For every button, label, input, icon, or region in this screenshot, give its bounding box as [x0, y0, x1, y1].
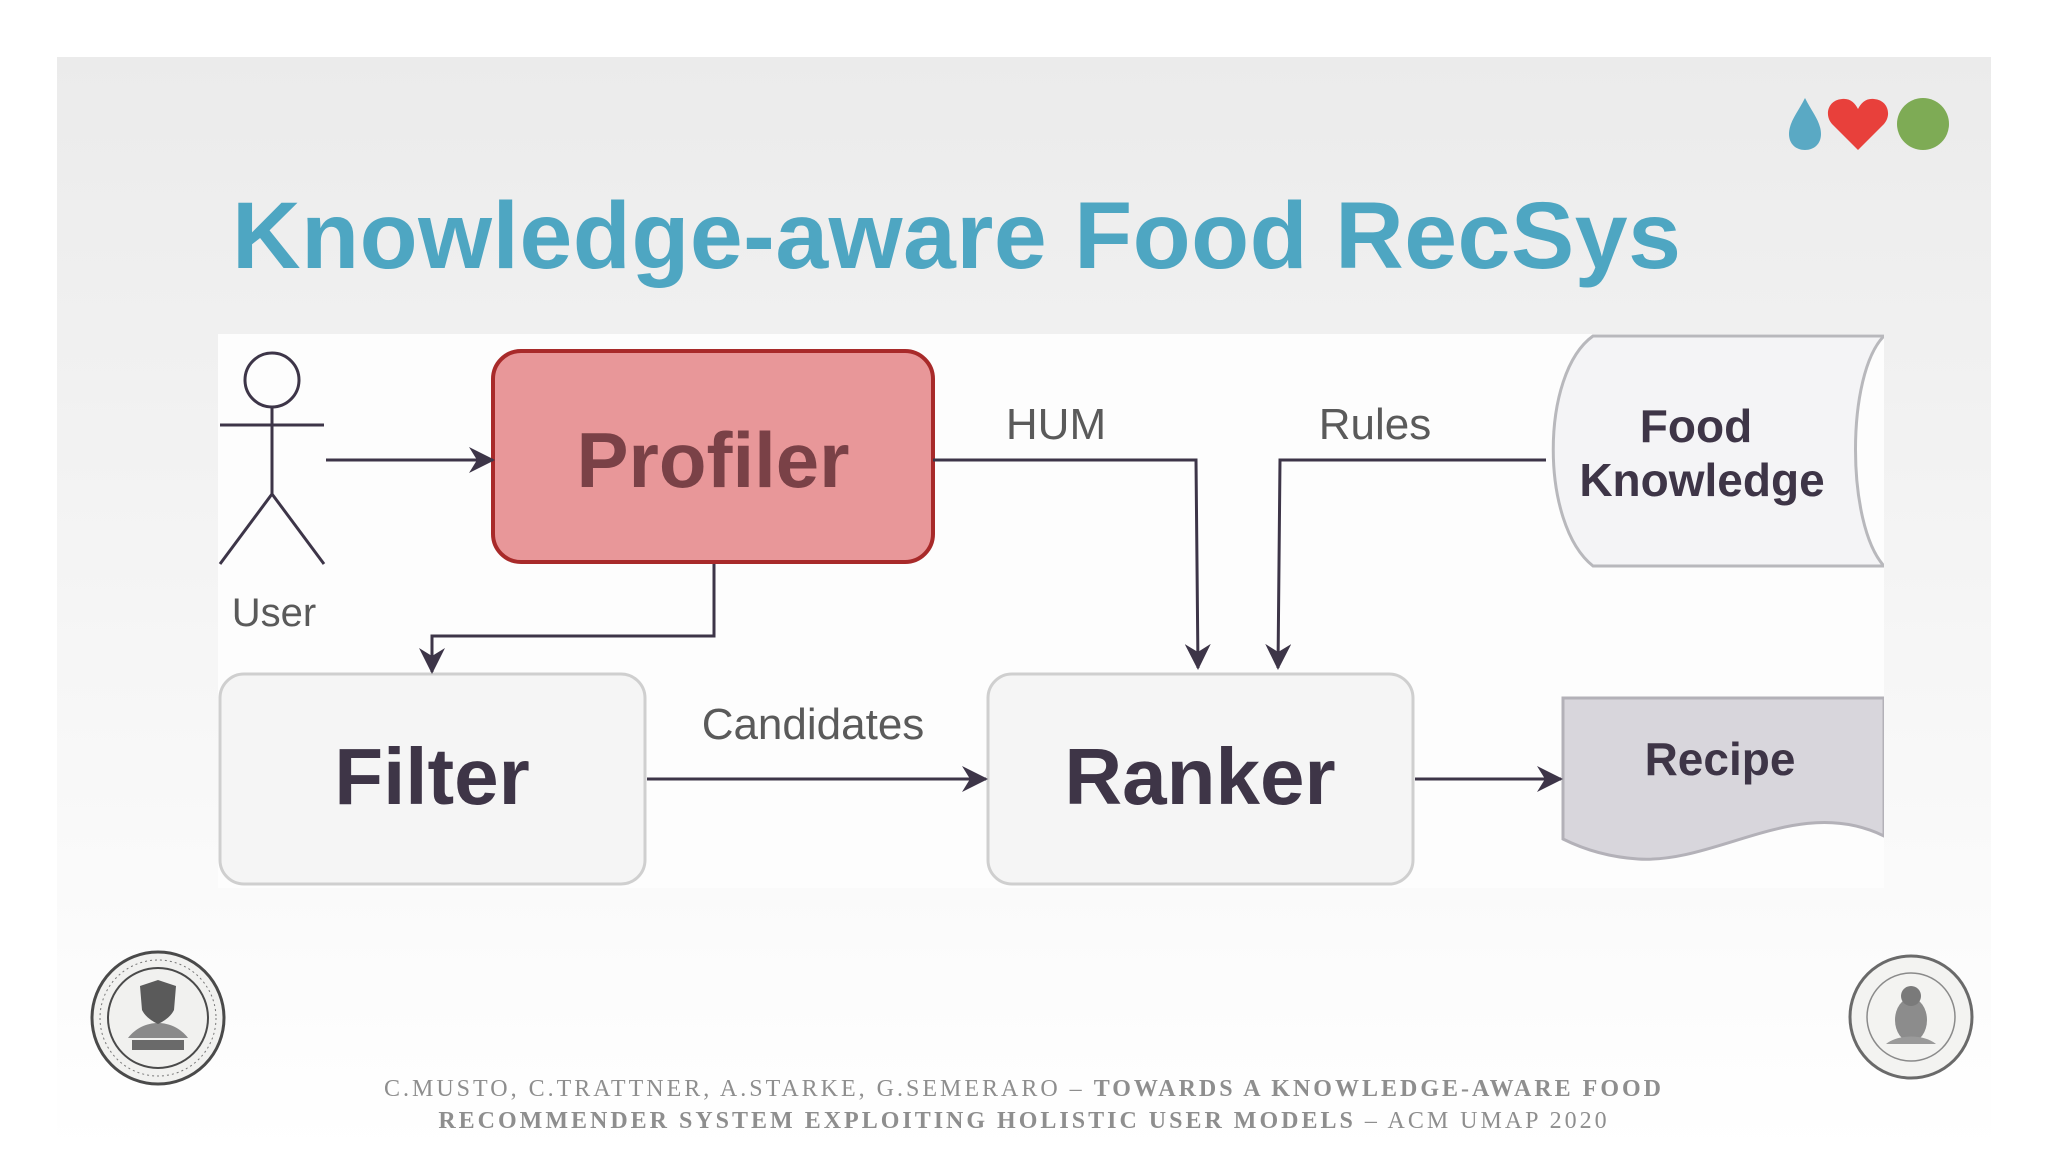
knowledge-to-ranker-rules-arrow	[1265, 458, 1546, 670]
food-knowledge-label-line2: Knowledge	[1579, 454, 1824, 506]
brand-icons	[1789, 98, 1949, 150]
profiler-label: Profiler	[576, 416, 849, 504]
filter-label: Filter	[334, 732, 530, 821]
ranker-box	[986, 672, 1415, 886]
footer-line-1: C.MUSTO, C.TRATTNER, A.STARKE, G.SEMERAR…	[0, 1073, 2048, 1105]
water-drop-icon	[1789, 98, 1821, 150]
user-actor-icon	[218, 351, 326, 565]
user-label: User	[232, 591, 316, 635]
footer-authors: C.MUSTO, C.TRATTNER, A.STARKE, G.SEMERAR…	[383, 1076, 1094, 1102]
food-knowledge-label-line1: Food	[1640, 400, 1752, 452]
circle-icon	[1897, 98, 1949, 150]
recipe-label: Recipe	[1645, 733, 1796, 785]
university-seal-left	[90, 950, 226, 1086]
footer-line-2: RECOMMENDER SYSTEM EXPLOITING HOLISTIC U…	[0, 1105, 2048, 1137]
slide-title: Knowledge-aware Food RecSys	[232, 183, 1682, 289]
footer-title-part1: TOWARDS A KNOWLEDGE-AWARE FOOD	[1093, 1076, 1664, 1102]
edge-label-hum: HUM	[1006, 400, 1106, 449]
slide-footer: C.MUSTO, C.TRATTNER, A.STARKE, G.SEMERAR…	[0, 1073, 2048, 1137]
ranker-label: Ranker	[1064, 732, 1335, 821]
edge-label-candidates: Candidates	[702, 700, 925, 749]
profiler-to-ranker-hum-arrow	[933, 458, 1211, 670]
system-diagram: User Profiler Food Knowledge Filter Rank…	[218, 334, 1884, 888]
filter-box	[218, 672, 647, 886]
edge-label-rules: Rules	[1319, 400, 1432, 449]
footer-title-part2: RECOMMENDER SYSTEM EXPLOITING HOLISTIC U…	[438, 1108, 1356, 1134]
university-seal-right	[1848, 954, 1974, 1080]
profiler-to-filter-arrow	[419, 564, 716, 674]
footer-venue: – ACM UMAP 2020	[1355, 1108, 1610, 1134]
recipe-shape	[1561, 696, 1884, 861]
heart-icon	[1827, 98, 1889, 150]
food-knowledge-shape	[1551, 334, 1884, 568]
